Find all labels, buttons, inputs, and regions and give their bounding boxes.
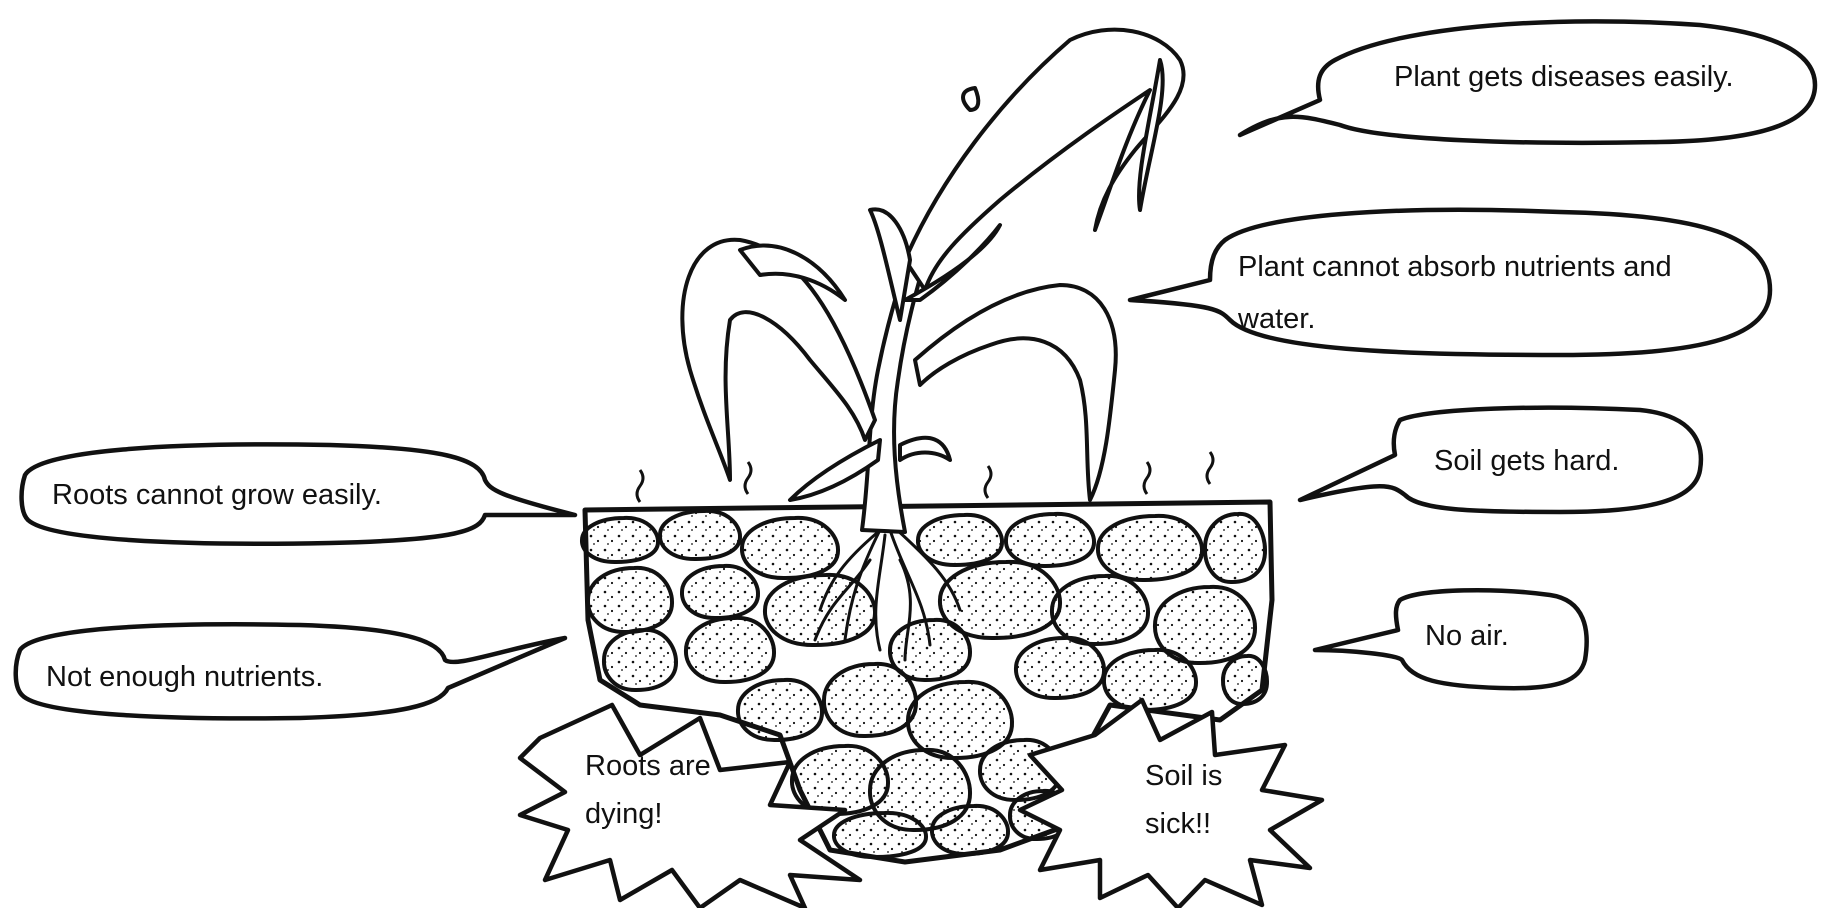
soil-clod (1223, 656, 1267, 704)
callout-nutrients: Not enough nutrients. (46, 656, 323, 698)
callout-absorb-line2: water. (1238, 298, 1315, 340)
soil-clod (660, 511, 740, 559)
soil-clod (738, 680, 822, 740)
callout-roots-dying-line2: dying! (585, 793, 662, 835)
callout-absorb-line1: Plant cannot absorb nutrients and (1238, 246, 1672, 288)
soil-clod (582, 518, 658, 562)
callout-soil-hard: Soil gets hard. (1434, 440, 1619, 482)
callout-no-air: No air. (1425, 615, 1509, 657)
callout-diseases: Plant gets diseases easily. (1394, 56, 1734, 98)
soil-clod (932, 806, 1008, 854)
soil-clod (834, 813, 926, 857)
soil-clod (1016, 638, 1104, 698)
soil-clod (588, 568, 672, 632)
soil-clod (686, 618, 774, 682)
callout-soil-sick-line1: Soil is (1145, 755, 1222, 797)
soil-clod (1052, 576, 1148, 644)
soil-clod (918, 515, 1002, 565)
soil-clod (604, 630, 676, 690)
callout-roots-grow: Roots cannot grow easily. (52, 474, 382, 516)
callout-roots-dying-line1: Roots are (585, 745, 711, 787)
soil-clod (742, 518, 838, 578)
soil-clod (1205, 514, 1265, 582)
soil-clod (1006, 514, 1094, 566)
callout-soil-sick-line2: sick!! (1145, 803, 1211, 845)
soil-clod (1104, 650, 1196, 710)
soil-clod (1098, 516, 1202, 580)
soil-clod (682, 566, 758, 618)
soil-clod (824, 664, 916, 736)
